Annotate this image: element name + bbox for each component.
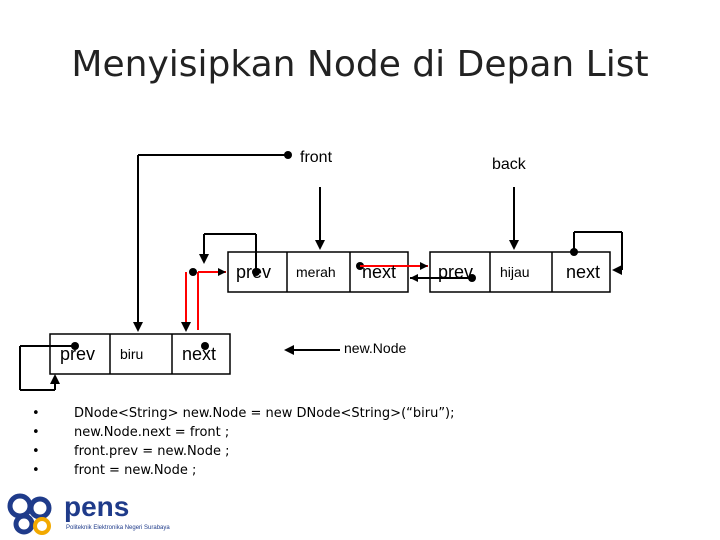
biru-prev-label: prev — [60, 344, 96, 364]
hijau-prev-label: prev — [438, 262, 474, 282]
merah-next-label: next — [362, 262, 397, 282]
pens-logo-mark-icon — [7, 493, 52, 535]
hijau-next-link — [570, 231, 623, 275]
biru-next-label: next — [182, 344, 217, 364]
merah-prev-to-biru-link — [181, 268, 197, 332]
code-line: • front.prev = new.Node ; — [28, 442, 455, 461]
biru-value-label: biru — [120, 346, 144, 362]
merah-value-label: merah — [296, 264, 336, 280]
code-text: new.Node.next = front ; — [74, 425, 230, 440]
code-list: • DNode<String> new.Node = new DNode<Stri… — [28, 404, 455, 480]
code-text: DNode<String> new.Node = new DNode<Strin… — [74, 406, 455, 421]
slide-title: Menyisipkan Node di Depan List — [71, 44, 649, 85]
svg-text:pens: pens — [64, 491, 129, 522]
hijau-next-label: next — [566, 262, 601, 282]
bullet: • — [32, 463, 40, 478]
biru-prev-link — [19, 342, 79, 391]
bullet: • — [32, 425, 40, 440]
new-node-label: new.Node — [344, 340, 407, 356]
merah-prev-label: prev — [236, 262, 272, 282]
node-biru — [49, 333, 231, 375]
pens-logo: pens Politeknik Elektronika Negeri Surab… — [7, 491, 170, 535]
code-line: • DNode<String> new.Node = new DNode<Stri… — [28, 404, 455, 423]
code-text: front = new.Node ; — [74, 463, 197, 478]
merah-next-link — [356, 262, 428, 270]
hijau-value-label: hijau — [500, 264, 530, 280]
svg-text:Politeknik Elektronika Negeri: Politeknik Elektronika Negeri Surabaya — [66, 525, 170, 531]
biru-next-link — [197, 268, 226, 350]
bullet: • — [32, 406, 40, 421]
merah-prev-link — [199, 233, 260, 276]
back-label: back — [492, 156, 526, 173]
code-line: • new.Node.next = front ; — [28, 423, 455, 442]
hijau-prev-link — [410, 274, 476, 282]
bullet: • — [32, 444, 40, 459]
node-hijau — [429, 251, 611, 293]
front-label: front — [300, 149, 333, 166]
code-line: • front = new.Node ; — [28, 461, 455, 480]
front-pointer — [133, 151, 325, 332]
code-text: front.prev = new.Node ; — [74, 444, 230, 459]
